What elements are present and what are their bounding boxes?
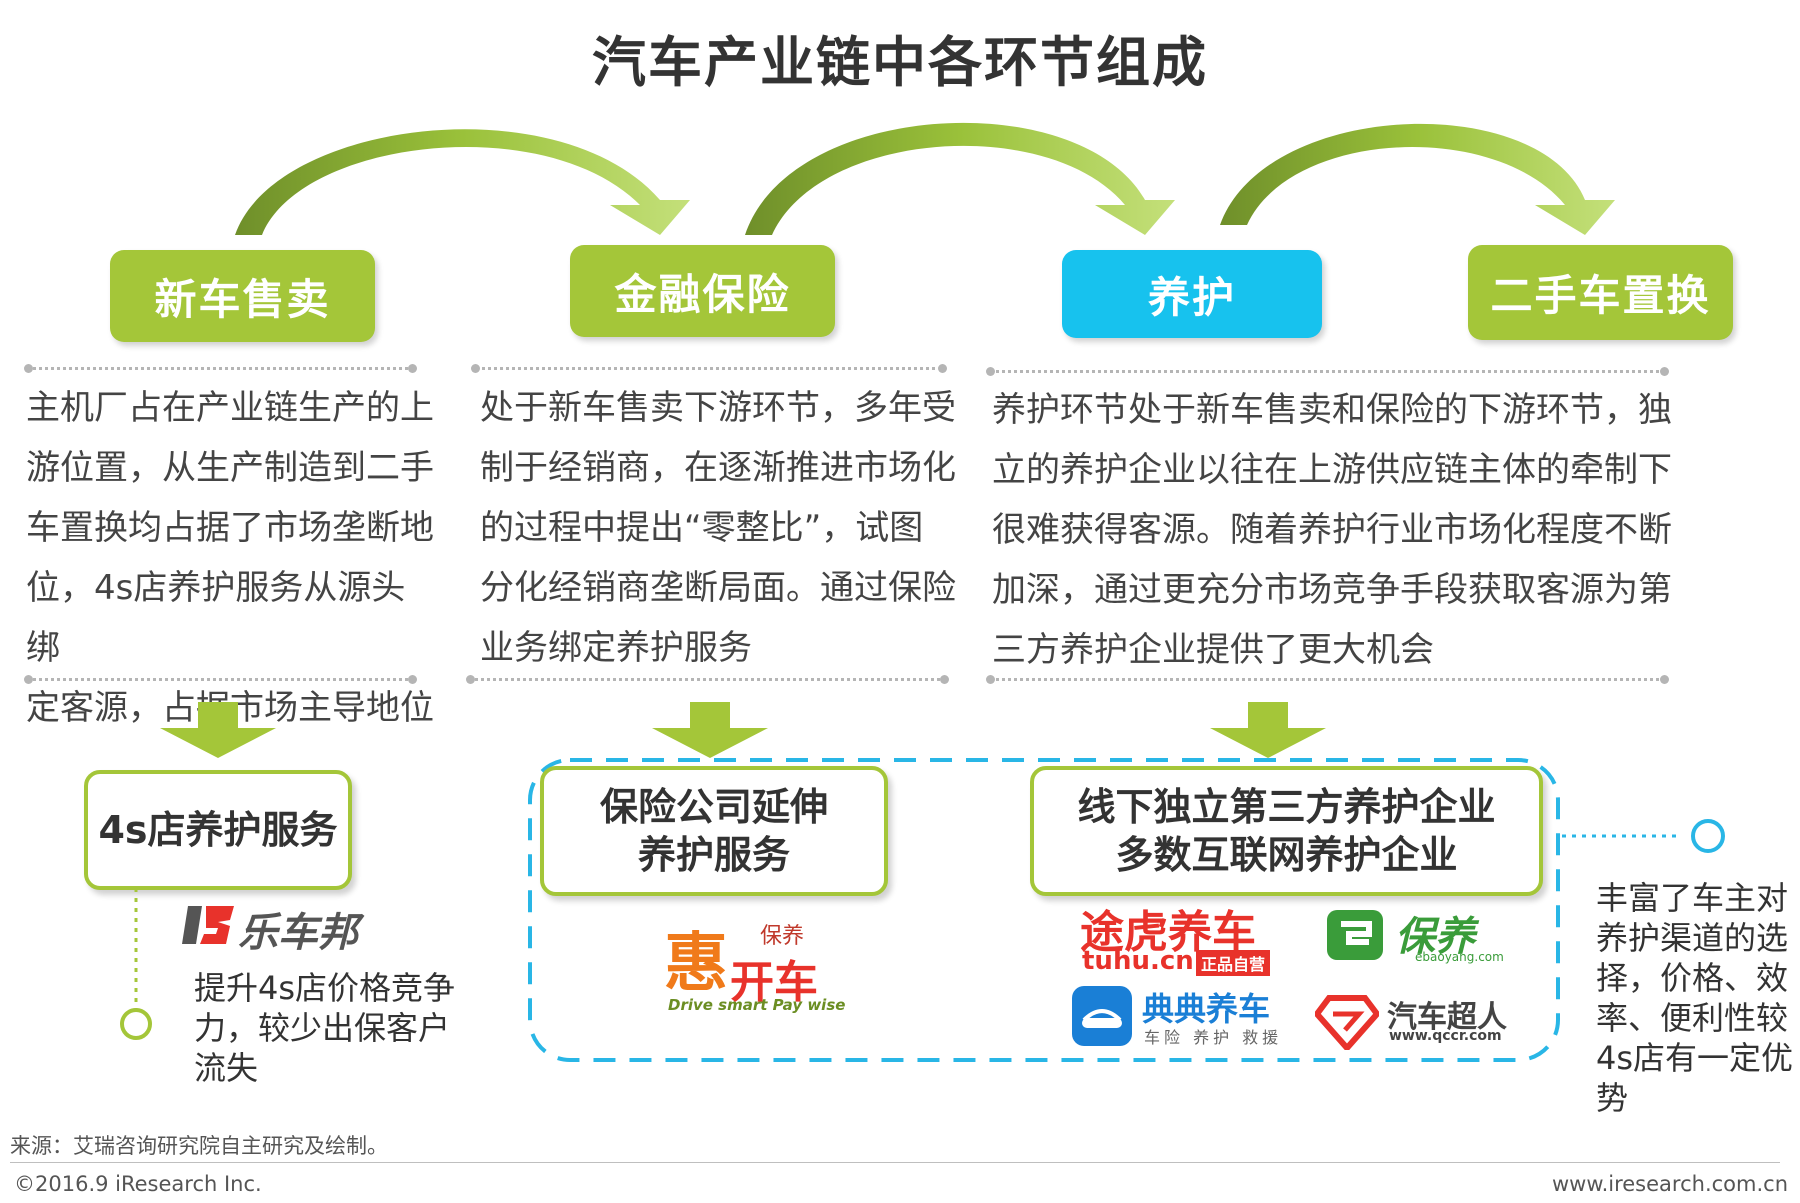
down-arrow-2 bbox=[652, 702, 768, 758]
note-line: 率、便利性较 bbox=[1596, 999, 1789, 1037]
description-line: 业务绑定养护服务 bbox=[480, 628, 752, 668]
diandian-logo: 典典养车 车险 养护 救援 bbox=[1072, 986, 1302, 1056]
stage-maintenance: 养护 bbox=[1062, 250, 1322, 338]
description-line: 制于经销商，在逐渐推进市场化 bbox=[480, 448, 956, 488]
description-line: 位，4s店养护服务从源头绑 bbox=[26, 568, 406, 668]
note-line: 丰富了车主对 bbox=[1596, 879, 1789, 917]
divider-bottom-2 bbox=[466, 675, 949, 684]
qccr-mark-icon bbox=[1315, 995, 1379, 1050]
huikaiche-slogan: Drive smart Pay wise bbox=[668, 996, 846, 1014]
footer-divider bbox=[10, 1162, 1780, 1163]
stage-label: 新车售卖 bbox=[154, 274, 331, 324]
description-line: 加深，通过更充分市场竞争手段获取客源为第 bbox=[992, 570, 1672, 610]
tuhu-logo: 途虎养车 tuhu.cn 正品自营 bbox=[1080, 900, 1300, 980]
huikaiche-main: 开车 bbox=[730, 957, 818, 1008]
outcome-label: 养护服务 bbox=[637, 833, 790, 877]
divider-bottom-1 bbox=[24, 675, 417, 684]
description-finance-insurance: 处于新车售卖下游环节，多年受 制于经销商，在逐渐推进市场化 的过程中提出“零整比… bbox=[480, 378, 980, 678]
note-right: 丰富了车主对 养护渠道的选 择，价格、效 率、便利性较 4s店有一定优 势 bbox=[1596, 878, 1796, 1118]
outcome-insurance-extension: 保险公司延伸 养护服务 bbox=[540, 766, 888, 896]
description-line: 分化经销商垄断局面。通过保险 bbox=[480, 568, 956, 608]
description-line: 主机厂占在产业链生产的上 bbox=[26, 388, 434, 428]
note-left: 提升4s店价格竞争 力，较少出保客户 流失 bbox=[194, 968, 484, 1088]
description-line: 立的养护企业以往在上游供应链主体的牵制下 bbox=[992, 450, 1672, 490]
description-maintenance: 养护环节处于新车售卖和保险的下游环节，独 立的养护企业以往在上游供应链主体的牵制… bbox=[992, 380, 1692, 680]
ebaoyang-en: ebaoyang.com bbox=[1415, 950, 1504, 964]
tuhu-badge: 正品自营 bbox=[1196, 950, 1271, 976]
qccr-logo: 汽车超人 www.qccr.com bbox=[1315, 994, 1535, 1054]
huikaiche-sub: 保养 bbox=[760, 924, 805, 949]
page-title: 汽车产业链中各环节组成 bbox=[592, 31, 1208, 94]
description-line: 很难获得客源。随着养护行业市场化程度不断 bbox=[992, 510, 1672, 550]
ebaoyang-cn: 保养 bbox=[1395, 914, 1475, 960]
qccr-cn: 汽车超人 bbox=[1387, 1000, 1507, 1035]
stage-label: 金融保险 bbox=[614, 269, 791, 319]
left-connector bbox=[120, 888, 152, 1040]
description-line: 三方养护企业提供了更大机会 bbox=[992, 630, 1434, 670]
description-line: 处于新车售卖下游环节，多年受 bbox=[480, 388, 956, 428]
source-note: 来源：艾瑞咨询研究院自主研究及绘制。 bbox=[10, 1134, 388, 1158]
diandian-cn: 典典养车 bbox=[1142, 990, 1271, 1028]
tuhu-cn: 途虎养车 bbox=[1080, 907, 1256, 958]
stage-label: 养护 bbox=[1147, 272, 1236, 322]
outcome-label: 线下独立第三方养护企业 bbox=[1077, 785, 1496, 829]
stage-label: 二手车置换 bbox=[1490, 271, 1711, 320]
lechebang-mark-icon bbox=[182, 906, 234, 944]
lechebang-logo: 乐车邦 bbox=[180, 898, 390, 956]
diandian-sub: 车险 养护 救援 bbox=[1144, 1028, 1283, 1047]
description-line: 的过程中提出“零整比”，试图 bbox=[480, 508, 924, 548]
website: www.iresearch.com.cn bbox=[1551, 1172, 1788, 1196]
divider-top-3 bbox=[986, 367, 1669, 376]
qccr-en: www.qccr.com bbox=[1389, 1028, 1502, 1044]
note-line: 提升4s店价格竞争 bbox=[194, 969, 456, 1007]
outcome-label: 保险公司延伸 bbox=[599, 785, 828, 829]
stage-finance-insurance: 金融保险 bbox=[570, 245, 835, 337]
outcome-4s-maintenance: 4s店养护服务 bbox=[84, 770, 352, 890]
description-line: 养护环节处于新车售卖和保险的下游环节，独 bbox=[992, 390, 1672, 430]
note-line: 流失 bbox=[194, 1049, 259, 1087]
copyright: ©2016.9 iResearch Inc. bbox=[14, 1172, 262, 1196]
divider-bottom-3 bbox=[986, 675, 1669, 684]
diandian-car-icon bbox=[1072, 986, 1132, 1046]
arrow-finance-to-maintenance bbox=[745, 122, 1175, 235]
description-new-car-sales: 主机厂占在产业链生产的上 游位置，从生产制造到二手 车置换均占据了市场垄断地 位… bbox=[26, 378, 436, 738]
note-line: 择，价格、效 bbox=[1596, 959, 1789, 997]
huikaiche-logo: 惠 保养 开车 Drive smart Pay wise bbox=[664, 912, 846, 1022]
outcome-label: 4s店养护服务 bbox=[98, 808, 338, 852]
note-line: 势 bbox=[1596, 1079, 1629, 1117]
tuhu-en: tuhu.cn bbox=[1082, 946, 1194, 976]
stage-new-car-sales: 新车售卖 bbox=[110, 250, 375, 342]
arrow-sales-to-finance bbox=[235, 129, 690, 235]
description-line: 游位置，从生产制造到二手 bbox=[26, 448, 434, 488]
huikaiche-hui: 惠 bbox=[664, 927, 728, 1001]
ebaoyang-logo: 保养 ebaoyang.com bbox=[1325, 904, 1525, 974]
down-arrow-1 bbox=[160, 702, 276, 758]
note-line: 力，较少出保客户 bbox=[194, 1009, 451, 1047]
arrow-maintenance-to-usedcar bbox=[1220, 123, 1615, 235]
down-arrow-3 bbox=[1210, 702, 1326, 758]
divider-top-1 bbox=[24, 364, 417, 373]
flow-arrows bbox=[235, 122, 1615, 235]
lechebang-text: 乐车邦 bbox=[238, 910, 358, 956]
description-line: 车置换均占据了市场垄断地 bbox=[26, 508, 434, 548]
divider-top-2 bbox=[471, 364, 947, 373]
ebaoyang-mark-icon bbox=[1327, 910, 1383, 960]
stage-used-car-replacement: 二手车置换 bbox=[1468, 245, 1733, 340]
third-party-region bbox=[528, 758, 1725, 1062]
outcome-label: 多数互联网养护企业 bbox=[1115, 833, 1458, 877]
note-line: 养护渠道的选 bbox=[1596, 919, 1789, 957]
down-arrows bbox=[160, 702, 1326, 758]
note-line: 4s店有一定优 bbox=[1596, 1039, 1794, 1077]
outcome-third-party-internet: 线下独立第三方养护企业 多数互联网养护企业 bbox=[1030, 766, 1543, 896]
